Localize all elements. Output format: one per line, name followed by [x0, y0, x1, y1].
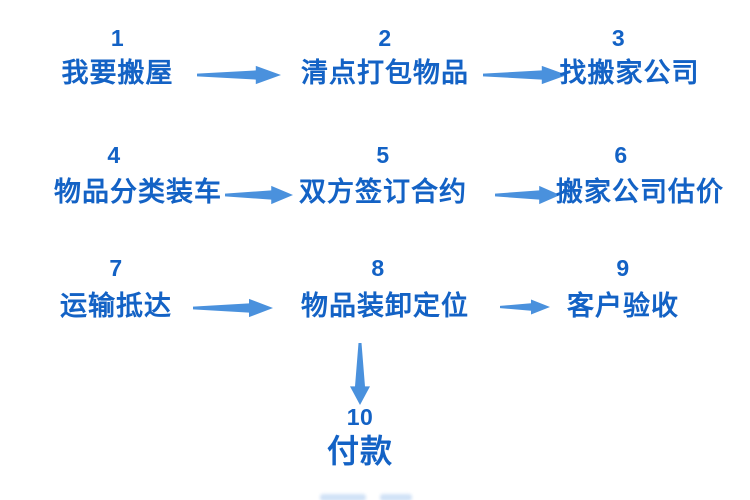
step-2-number: 2 — [378, 25, 392, 51]
step-9: 9 客户验收 — [533, 255, 713, 322]
step-10: 10 付款 — [285, 404, 435, 470]
step-3: 3 找搬家公司 — [537, 25, 722, 89]
step-4-number: 4 — [107, 142, 121, 168]
step-10-number: 10 — [346, 404, 374, 430]
step-9-number: 9 — [616, 255, 630, 281]
step-5: 5 双方签订合约 — [293, 142, 473, 208]
step-8-label: 物品装卸定位 — [301, 291, 469, 321]
arrow-right-2-3-icon — [483, 65, 567, 85]
arrow-right-7-8-icon — [193, 298, 273, 318]
step-4: 4 物品分类装车 — [48, 142, 228, 208]
step-3-label: 找搬家公司 — [559, 58, 700, 88]
step-7-label: 运输抵达 — [60, 291, 172, 321]
step-9-label: 客户验收 — [567, 291, 679, 321]
step-2: 2 清点打包物品 — [295, 25, 475, 89]
step-2-label: 清点打包物品 — [301, 58, 469, 88]
step-1: 1 我要搬屋 — [20, 25, 215, 89]
step-6-label: 搬家公司估价 — [556, 177, 724, 207]
step-8-number: 8 — [371, 255, 385, 281]
arrow-right-8-9-icon — [500, 299, 550, 315]
arrow-right-1-2-icon — [197, 65, 281, 85]
arrow-right-4-5-icon — [225, 185, 293, 205]
step-5-label: 双方签订合约 — [299, 177, 467, 207]
step-1-number: 1 — [110, 25, 125, 51]
step-6-number: 6 — [614, 142, 628, 168]
arrow-right-5-6-icon — [495, 185, 560, 205]
cutoff-partial-content — [320, 494, 366, 500]
step-7-number: 7 — [109, 255, 123, 281]
step-8: 8 物品装卸定位 — [295, 255, 475, 322]
step-1-label: 我要搬屋 — [61, 58, 174, 88]
step-10-label: 付款 — [326, 433, 393, 469]
step-6: 6 搬家公司估价 — [550, 142, 730, 208]
step-4-label: 物品分类装车 — [54, 177, 222, 207]
step-7: 7 运输抵达 — [26, 255, 206, 322]
step-3-number: 3 — [611, 25, 626, 51]
arrow-down-8-10-icon — [350, 343, 370, 405]
step-5-number: 5 — [376, 142, 390, 168]
cutoff-partial-content — [380, 494, 412, 500]
